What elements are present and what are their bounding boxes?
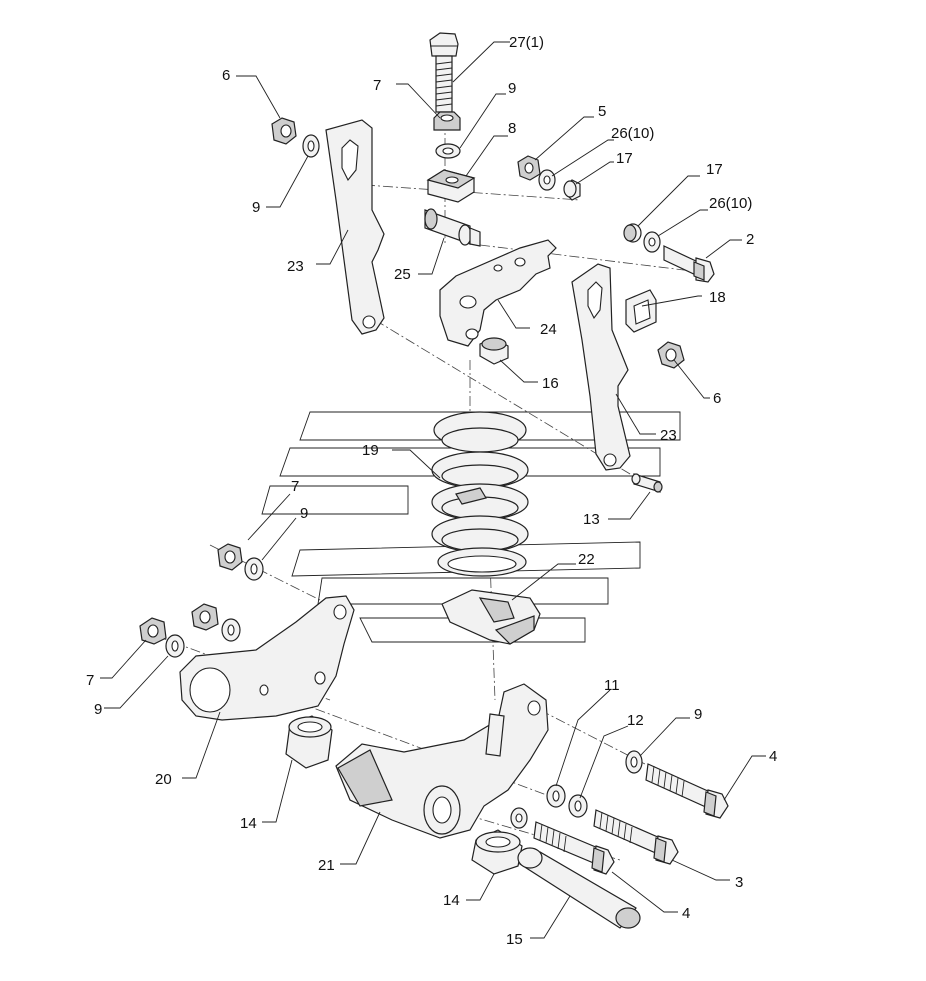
part-labels: 27(1) 7 9 6 8 9 5 26(10) 17 17 26(10) 2 …: [86, 34, 777, 948]
nut-7-lower-a: [191, 603, 219, 631]
lever-23-left: [325, 119, 385, 335]
bolt-3: [593, 809, 679, 865]
label-7-lower: 7: [86, 672, 94, 689]
washer-11: [546, 784, 566, 808]
washer-26-right: [643, 231, 661, 253]
label-13: 13: [583, 511, 600, 528]
label-14-upper: 14: [240, 815, 257, 832]
label-20: 20: [155, 771, 172, 788]
label-17-top: 17: [616, 150, 633, 167]
washer-12: [568, 794, 588, 818]
label-6-right: 6: [713, 390, 721, 407]
washer-9-lower-a: [221, 618, 241, 642]
label-4-lower: 4: [682, 905, 690, 922]
washer-lower: [510, 807, 528, 829]
label-5: 5: [598, 103, 606, 120]
label-8: 8: [508, 120, 516, 137]
label-19: 19: [362, 442, 379, 459]
pin-15: [517, 847, 641, 929]
clip-18: [625, 289, 657, 333]
label-27: 27(1): [509, 34, 544, 51]
label-9-lower: 9: [94, 701, 102, 718]
seat-22: [441, 589, 541, 645]
label-26-right: 26(10): [709, 195, 752, 212]
block-8: [426, 169, 476, 203]
label-7-middle: 7: [291, 478, 299, 495]
label-11: 11: [604, 677, 620, 694]
nut-6-left: [271, 117, 297, 145]
label-6-left: 6: [222, 67, 230, 84]
label-17-right: 17: [706, 161, 723, 178]
bolt-4-right: [645, 763, 729, 819]
spring-19: [431, 411, 529, 577]
washer-9-lower-b: [165, 634, 185, 658]
label-23-left: 23: [287, 258, 304, 275]
label-21: 21: [318, 857, 335, 874]
label-9-middle: 9: [300, 505, 308, 522]
label-25: 25: [394, 266, 411, 283]
bushing-14-upper: [285, 715, 333, 769]
leader-lines: [100, 41, 766, 939]
bushing-14-lower: [471, 829, 523, 875]
washer-9-right: [625, 750, 643, 774]
label-16: 16: [542, 375, 559, 392]
spacer-17-right: [623, 223, 642, 243]
pin-13: [631, 473, 663, 493]
label-4-right: 4: [769, 748, 777, 765]
label-3: 3: [735, 874, 743, 891]
bracket-24: [439, 239, 557, 347]
nut-7-lower-b: [139, 617, 167, 645]
stud-25: [424, 208, 481, 247]
label-18: 18: [709, 289, 726, 306]
washer-9-top: [435, 143, 461, 159]
nut-7-top: [433, 111, 461, 131]
housing-21: [335, 683, 549, 839]
nut-6-right: [657, 341, 685, 369]
washer-9-middle: [244, 557, 264, 581]
label-26-top: 26(10): [611, 125, 654, 142]
arm-20: [179, 595, 355, 721]
washer-26-top: [538, 169, 556, 191]
label-22: 22: [578, 551, 595, 568]
nut-7-middle: [217, 543, 243, 571]
label-24: 24: [540, 321, 557, 338]
bolt-2: [663, 245, 715, 283]
washer-9-left: [302, 134, 320, 158]
lever-23-right: [571, 263, 631, 471]
label-2: 2: [746, 231, 754, 248]
bushing-16: [479, 337, 509, 365]
label-15: 15: [506, 931, 523, 948]
label-23-right: 23: [660, 427, 677, 444]
label-9-right: 9: [694, 706, 702, 723]
bolt-4-lower: [533, 821, 615, 875]
label-12: 12: [627, 712, 644, 729]
bolt-27: [429, 32, 459, 113]
spacer-17-top: [563, 179, 581, 201]
nut-5: [517, 155, 541, 181]
label-9-left: 9: [252, 199, 260, 216]
label-14-lower: 14: [443, 892, 460, 909]
label-7-top: 7: [373, 77, 381, 94]
label-9-top: 9: [508, 80, 516, 97]
